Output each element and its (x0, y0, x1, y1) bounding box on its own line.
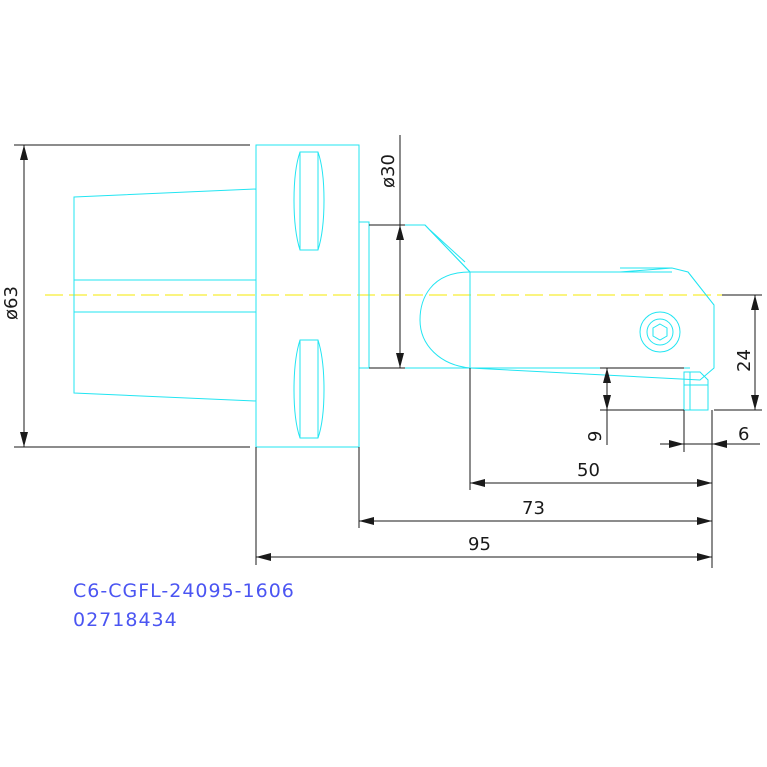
part-number: C6-CGFL-24095-1606 (73, 580, 295, 602)
tool-bar (469, 267, 715, 411)
dim-label-insert-offset: 9 (585, 431, 606, 442)
dim-neck-diameter: ø30 (369, 135, 405, 369)
dim-length-50: 50 (469, 368, 713, 568)
dim-insert-width: 6 (660, 410, 760, 452)
dim-length-73: 73 (358, 447, 712, 528)
dim-label-shank-diameter: ø63 (1, 286, 22, 320)
dim-label-center-height: 24 (734, 349, 755, 372)
dim-label-neck-diameter: ø30 (378, 154, 399, 188)
dim-label-length-73: 73 (522, 498, 545, 519)
dim-length-95: 95 (255, 447, 712, 565)
dim-insert-offset: 9 (585, 367, 684, 445)
dim-shank-diameter: ø63 (1, 144, 250, 448)
dim-label-length-50: 50 (577, 460, 600, 481)
dim-label-length-95: 95 (468, 534, 491, 555)
dim-center-height: 24 (714, 294, 762, 411)
tool-flange (255, 144, 360, 448)
order-number: 02718434 (73, 609, 178, 631)
dim-label-insert-width: 6 (738, 424, 749, 445)
tool-neck (358, 221, 471, 369)
